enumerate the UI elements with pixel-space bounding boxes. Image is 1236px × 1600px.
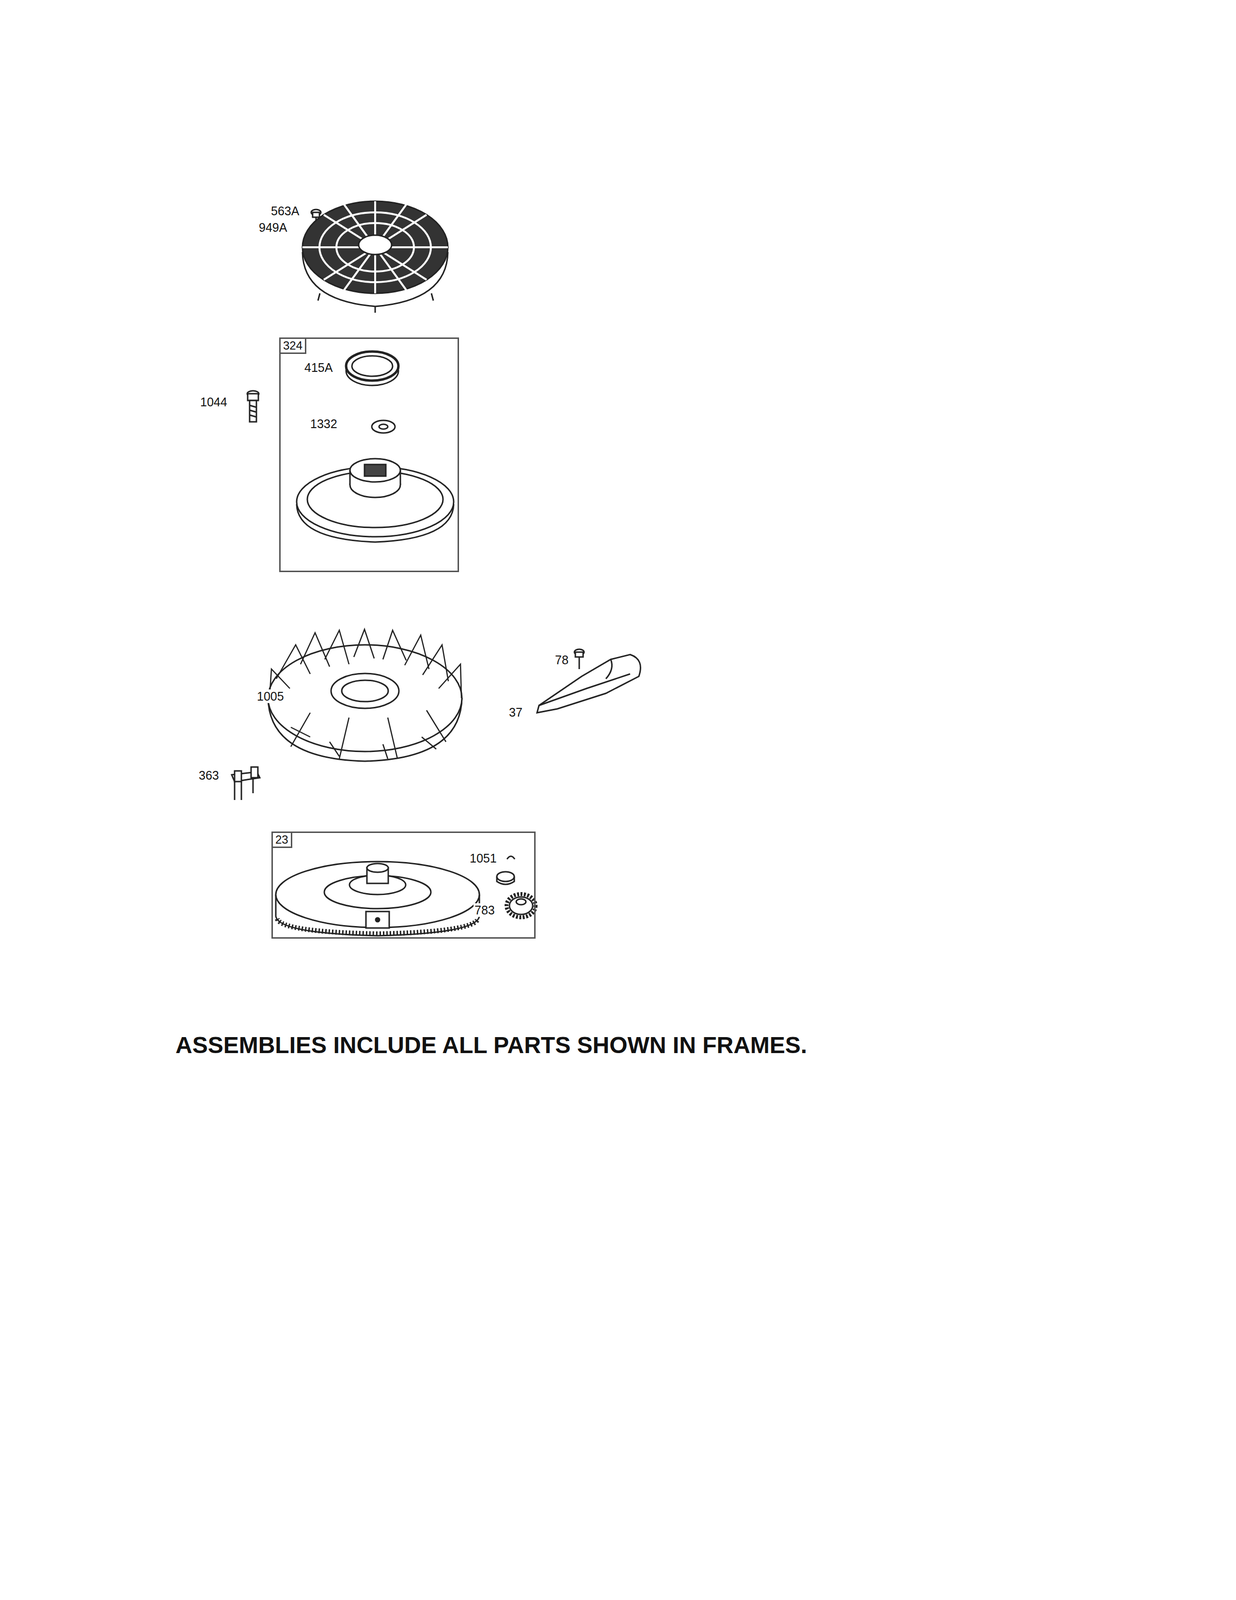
callout-number: 1005: [255, 689, 286, 703]
assembly-frame: 324 415A 1332: [279, 337, 460, 572]
key-illustration: [496, 855, 515, 885]
callout-number: 363: [197, 768, 221, 782]
callout-number: 1044: [199, 395, 229, 409]
callout-number: 37: [507, 705, 524, 719]
flywheel-illustration: [275, 861, 480, 936]
screw-illustration: [574, 649, 585, 669]
callout-number: 415A: [303, 360, 334, 375]
shield-illustration: [537, 654, 641, 713]
callout-number: 78: [554, 652, 570, 667]
callout-number: 949A: [257, 220, 288, 235]
assembly-number: 324: [280, 338, 307, 354]
callout-number: 1332: [309, 416, 339, 431]
gear-illustration: [506, 893, 536, 918]
callout-number: 1051: [468, 851, 498, 865]
callout-number: 783: [473, 903, 496, 917]
washer-illustration: [371, 420, 396, 433]
assembly-frame: 23 1051 783: [271, 831, 536, 939]
bolt-illustration: [247, 390, 259, 422]
assembly-number: 23: [272, 832, 293, 848]
ring-illustration: [346, 351, 399, 386]
callout-number: 563A: [269, 204, 301, 218]
caption-note: ASSEMBLIES INCLUDE ALL PARTS SHOWN IN FR…: [175, 1031, 808, 1059]
grille-illustration: [302, 201, 448, 313]
bracket-illustration: [231, 766, 260, 800]
pulley-illustration: [296, 458, 454, 542]
fan-illustration: [268, 629, 462, 761]
